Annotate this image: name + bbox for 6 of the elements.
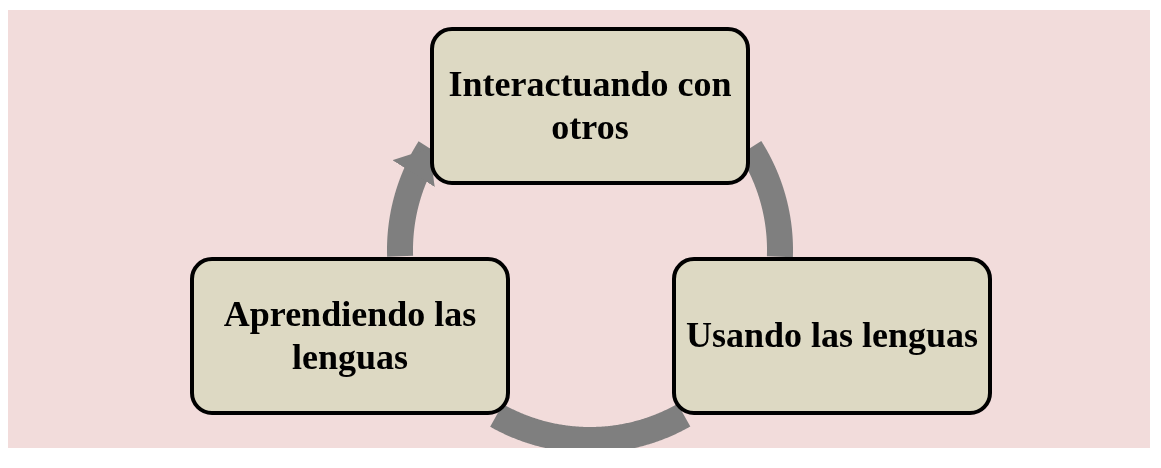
process-box xyxy=(430,27,750,185)
process-box xyxy=(190,257,510,415)
process-box xyxy=(672,257,992,415)
box-label: Aprendiendo las lenguas xyxy=(222,292,478,379)
box-label: Usando las lenguas xyxy=(685,314,979,358)
box-label: Interactuando con otros xyxy=(447,62,733,149)
